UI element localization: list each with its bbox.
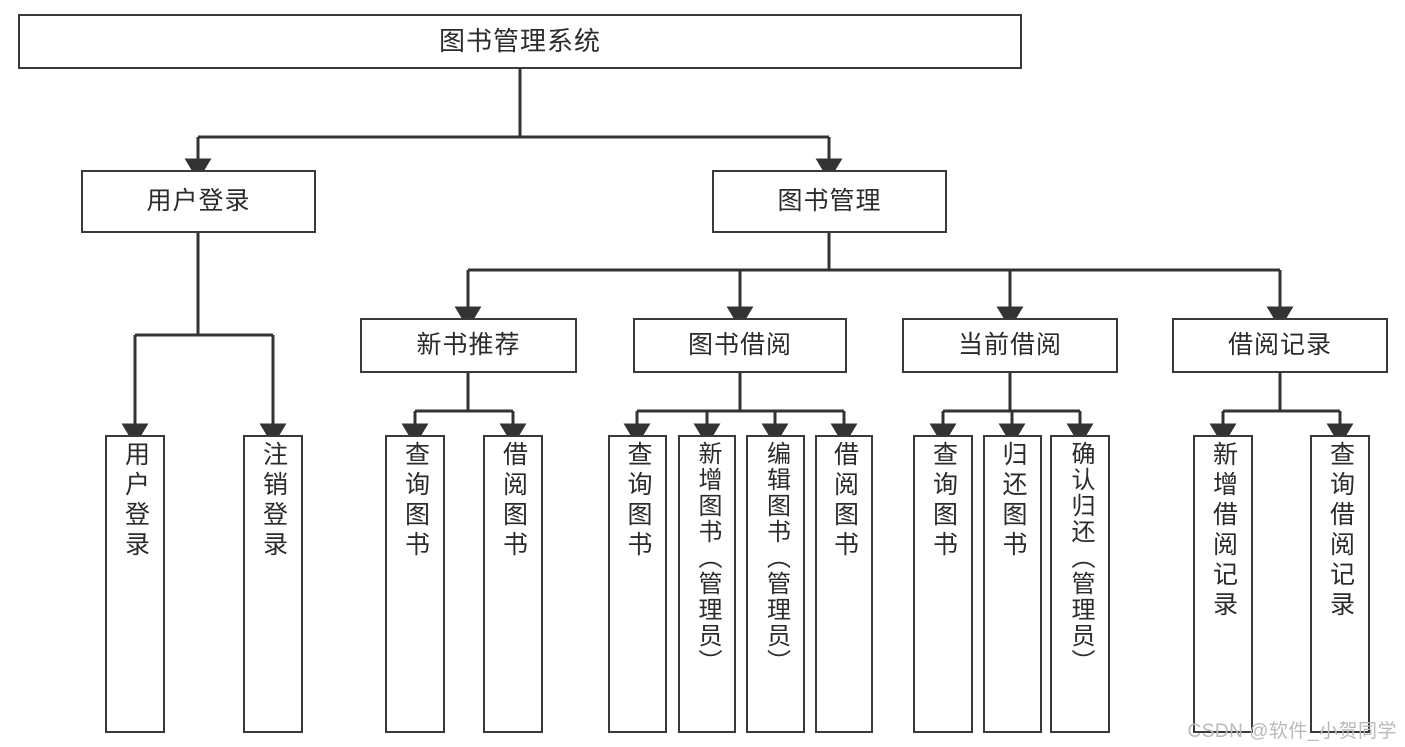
watermark-text: CSDN @软件_小贺同学 <box>1187 721 1397 742</box>
node-add-borrow-record[interactable]: 新增借阅记录 <box>1193 435 1253 733</box>
node-borrow-book-recommend[interactable]: 借阅图书 <box>483 435 543 733</box>
node-label: 用户登录 <box>146 186 251 215</box>
node-user-login[interactable]: 用户登录 <box>81 170 316 233</box>
node-user-login-leaf[interactable]: 用户登录 <box>105 435 165 733</box>
node-label: 借阅记录 <box>1227 330 1332 359</box>
node-query-book-borrow[interactable]: 查询图书 <box>608 435 667 733</box>
node-label: 图书借阅 <box>687 330 792 359</box>
node-query-book-recommend[interactable]: 查询图书 <box>385 435 445 733</box>
node-book-management[interactable]: 图书管理 <box>712 170 947 233</box>
node-label: 归还图书 <box>999 441 1027 561</box>
node-new-book-recommend[interactable]: 新书推荐 <box>360 318 577 373</box>
node-label: 图书管理系统 <box>438 26 601 57</box>
node-label: 借阅图书 <box>830 441 859 561</box>
node-label: 查询图书 <box>624 441 652 561</box>
node-return-book[interactable]: 归还图书 <box>983 435 1042 733</box>
node-label: 编辑图书（管理员） <box>762 441 790 675</box>
node-root-system[interactable]: 图书管理系统 <box>18 14 1022 69</box>
node-edit-book-admin[interactable]: 编辑图书（管理员） <box>746 435 805 733</box>
node-label: 新增图书（管理员） <box>694 441 721 675</box>
node-query-borrow-record[interactable]: 查询借阅记录 <box>1310 435 1370 733</box>
node-label: 确认归还（管理员） <box>1067 441 1094 675</box>
node-label: 当前借阅 <box>957 330 1062 359</box>
node-add-book-admin[interactable]: 新增图书（管理员） <box>678 435 736 733</box>
node-query-book-current[interactable]: 查询图书 <box>913 435 973 733</box>
node-label: 查询借阅记录 <box>1326 441 1355 621</box>
node-label: 注销登录 <box>259 441 288 561</box>
node-label: 查询图书 <box>401 441 430 561</box>
node-label: 借阅图书 <box>499 441 528 561</box>
node-label: 用户登录 <box>121 441 150 561</box>
node-book-borrow[interactable]: 图书借阅 <box>633 318 847 373</box>
node-confirm-return-admin[interactable]: 确认归还（管理员） <box>1050 435 1110 733</box>
node-borrow-book-borrow[interactable]: 借阅图书 <box>815 435 873 733</box>
node-logout-leaf[interactable]: 注销登录 <box>243 435 303 733</box>
node-label: 图书管理 <box>777 186 882 215</box>
connector-paths <box>121 69 1354 446</box>
node-label: 新增借阅记录 <box>1209 441 1238 621</box>
node-label: 新书推荐 <box>416 330 521 359</box>
node-borrow-record[interactable]: 借阅记录 <box>1172 318 1388 373</box>
node-current-borrow[interactable]: 当前借阅 <box>902 318 1118 373</box>
node-label: 查询图书 <box>929 441 958 561</box>
